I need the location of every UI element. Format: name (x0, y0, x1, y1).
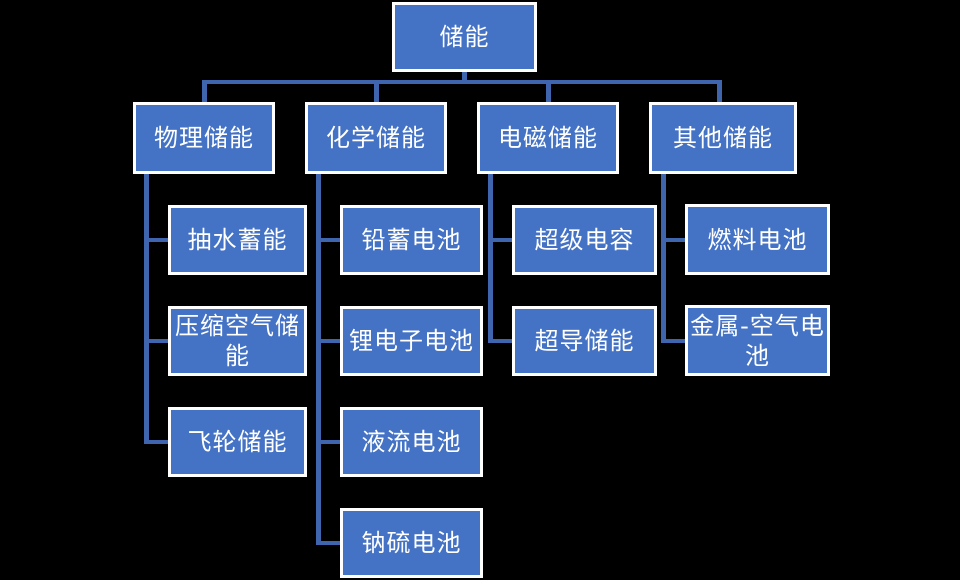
connector-stub-metal-air (661, 339, 685, 343)
connector-stub-supercapacitor (488, 238, 512, 242)
connector-drop-electromagnetic (546, 80, 551, 102)
node-physical-storage[interactable]: 物理储能 (133, 102, 275, 174)
node-lithium-ion-battery[interactable]: 锂电子电池 (340, 306, 483, 376)
connector-stub-lead-acid (316, 238, 340, 242)
node-other-storage[interactable]: 其他储能 (649, 102, 797, 174)
connector-stub-flywheel (144, 440, 168, 444)
node-supercapacitor[interactable]: 超级电容 (512, 205, 657, 275)
node-lead-acid-battery[interactable]: 铅蓄电池 (340, 205, 483, 275)
connector-hang-physical (144, 174, 149, 444)
connector-hang-other (661, 174, 666, 343)
connector-stub-flow-battery (316, 440, 340, 444)
node-chemical-storage[interactable]: 化学储能 (305, 102, 447, 174)
connector-hang-chemical (316, 174, 321, 545)
node-metal-air-battery[interactable]: 金属-空气电池 (685, 305, 830, 376)
node-pumped-hydro[interactable]: 抽水蓄能 (168, 205, 307, 275)
connector-bus (202, 80, 722, 84)
connector-stub-sodium-sulfur (316, 541, 340, 545)
connector-stub-fuel-cell (661, 238, 685, 242)
connector-stub-lithium-ion (316, 339, 340, 343)
node-compressed-air[interactable]: 压缩空气储能 (168, 306, 307, 376)
connector-drop-physical (202, 80, 207, 102)
node-flow-battery[interactable]: 液流电池 (340, 407, 483, 477)
connector-stub-superconducting (488, 339, 512, 343)
node-energy-storage[interactable]: 储能 (392, 2, 537, 72)
node-superconducting-storage[interactable]: 超导储能 (512, 306, 657, 376)
connector-stub-compressed-air (144, 339, 168, 343)
connector-root-stub (462, 72, 467, 82)
node-electromagnetic-storage[interactable]: 电磁储能 (477, 102, 619, 174)
connector-hang-electromagnetic (488, 174, 493, 343)
connector-drop-chemical (374, 80, 379, 102)
connector-stub-pumped-hydro (144, 238, 168, 242)
node-flywheel[interactable]: 飞轮储能 (168, 407, 307, 477)
node-sodium-sulfur-battery[interactable]: 钠硫电池 (340, 508, 483, 578)
connector-drop-other (717, 80, 722, 102)
node-fuel-cell[interactable]: 燃料电池 (685, 204, 830, 275)
